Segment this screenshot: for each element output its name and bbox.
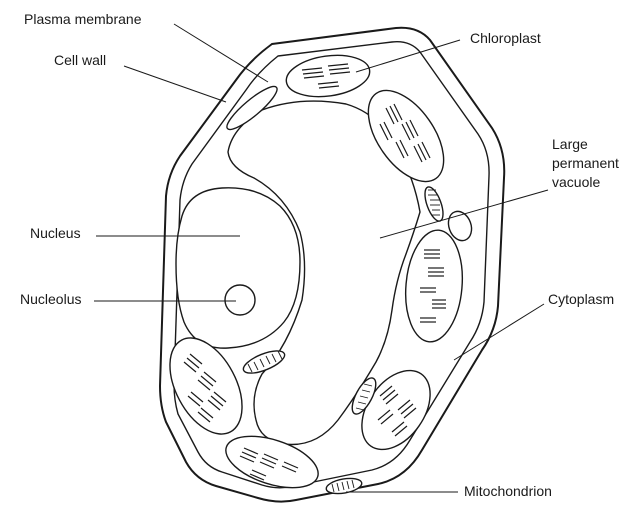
label-vacuole: Large permanent vacuole (552, 135, 619, 192)
label-chloroplast: Chloroplast (470, 29, 541, 47)
plasma-membrane-leader (174, 24, 268, 82)
label-mitochondrion: Mitochondrion (464, 482, 552, 500)
label-plasma-membrane: Plasma membrane (24, 10, 142, 28)
nucleolus (225, 285, 255, 315)
label-nucleus: Nucleus (30, 224, 81, 242)
label-cytoplasm: Cytoplasm (548, 290, 614, 308)
nucleus (176, 188, 300, 348)
label-cell-wall: Cell wall (54, 51, 106, 69)
cell-wall-leader (124, 66, 226, 102)
label-nucleolus: Nucleolus (20, 290, 81, 308)
